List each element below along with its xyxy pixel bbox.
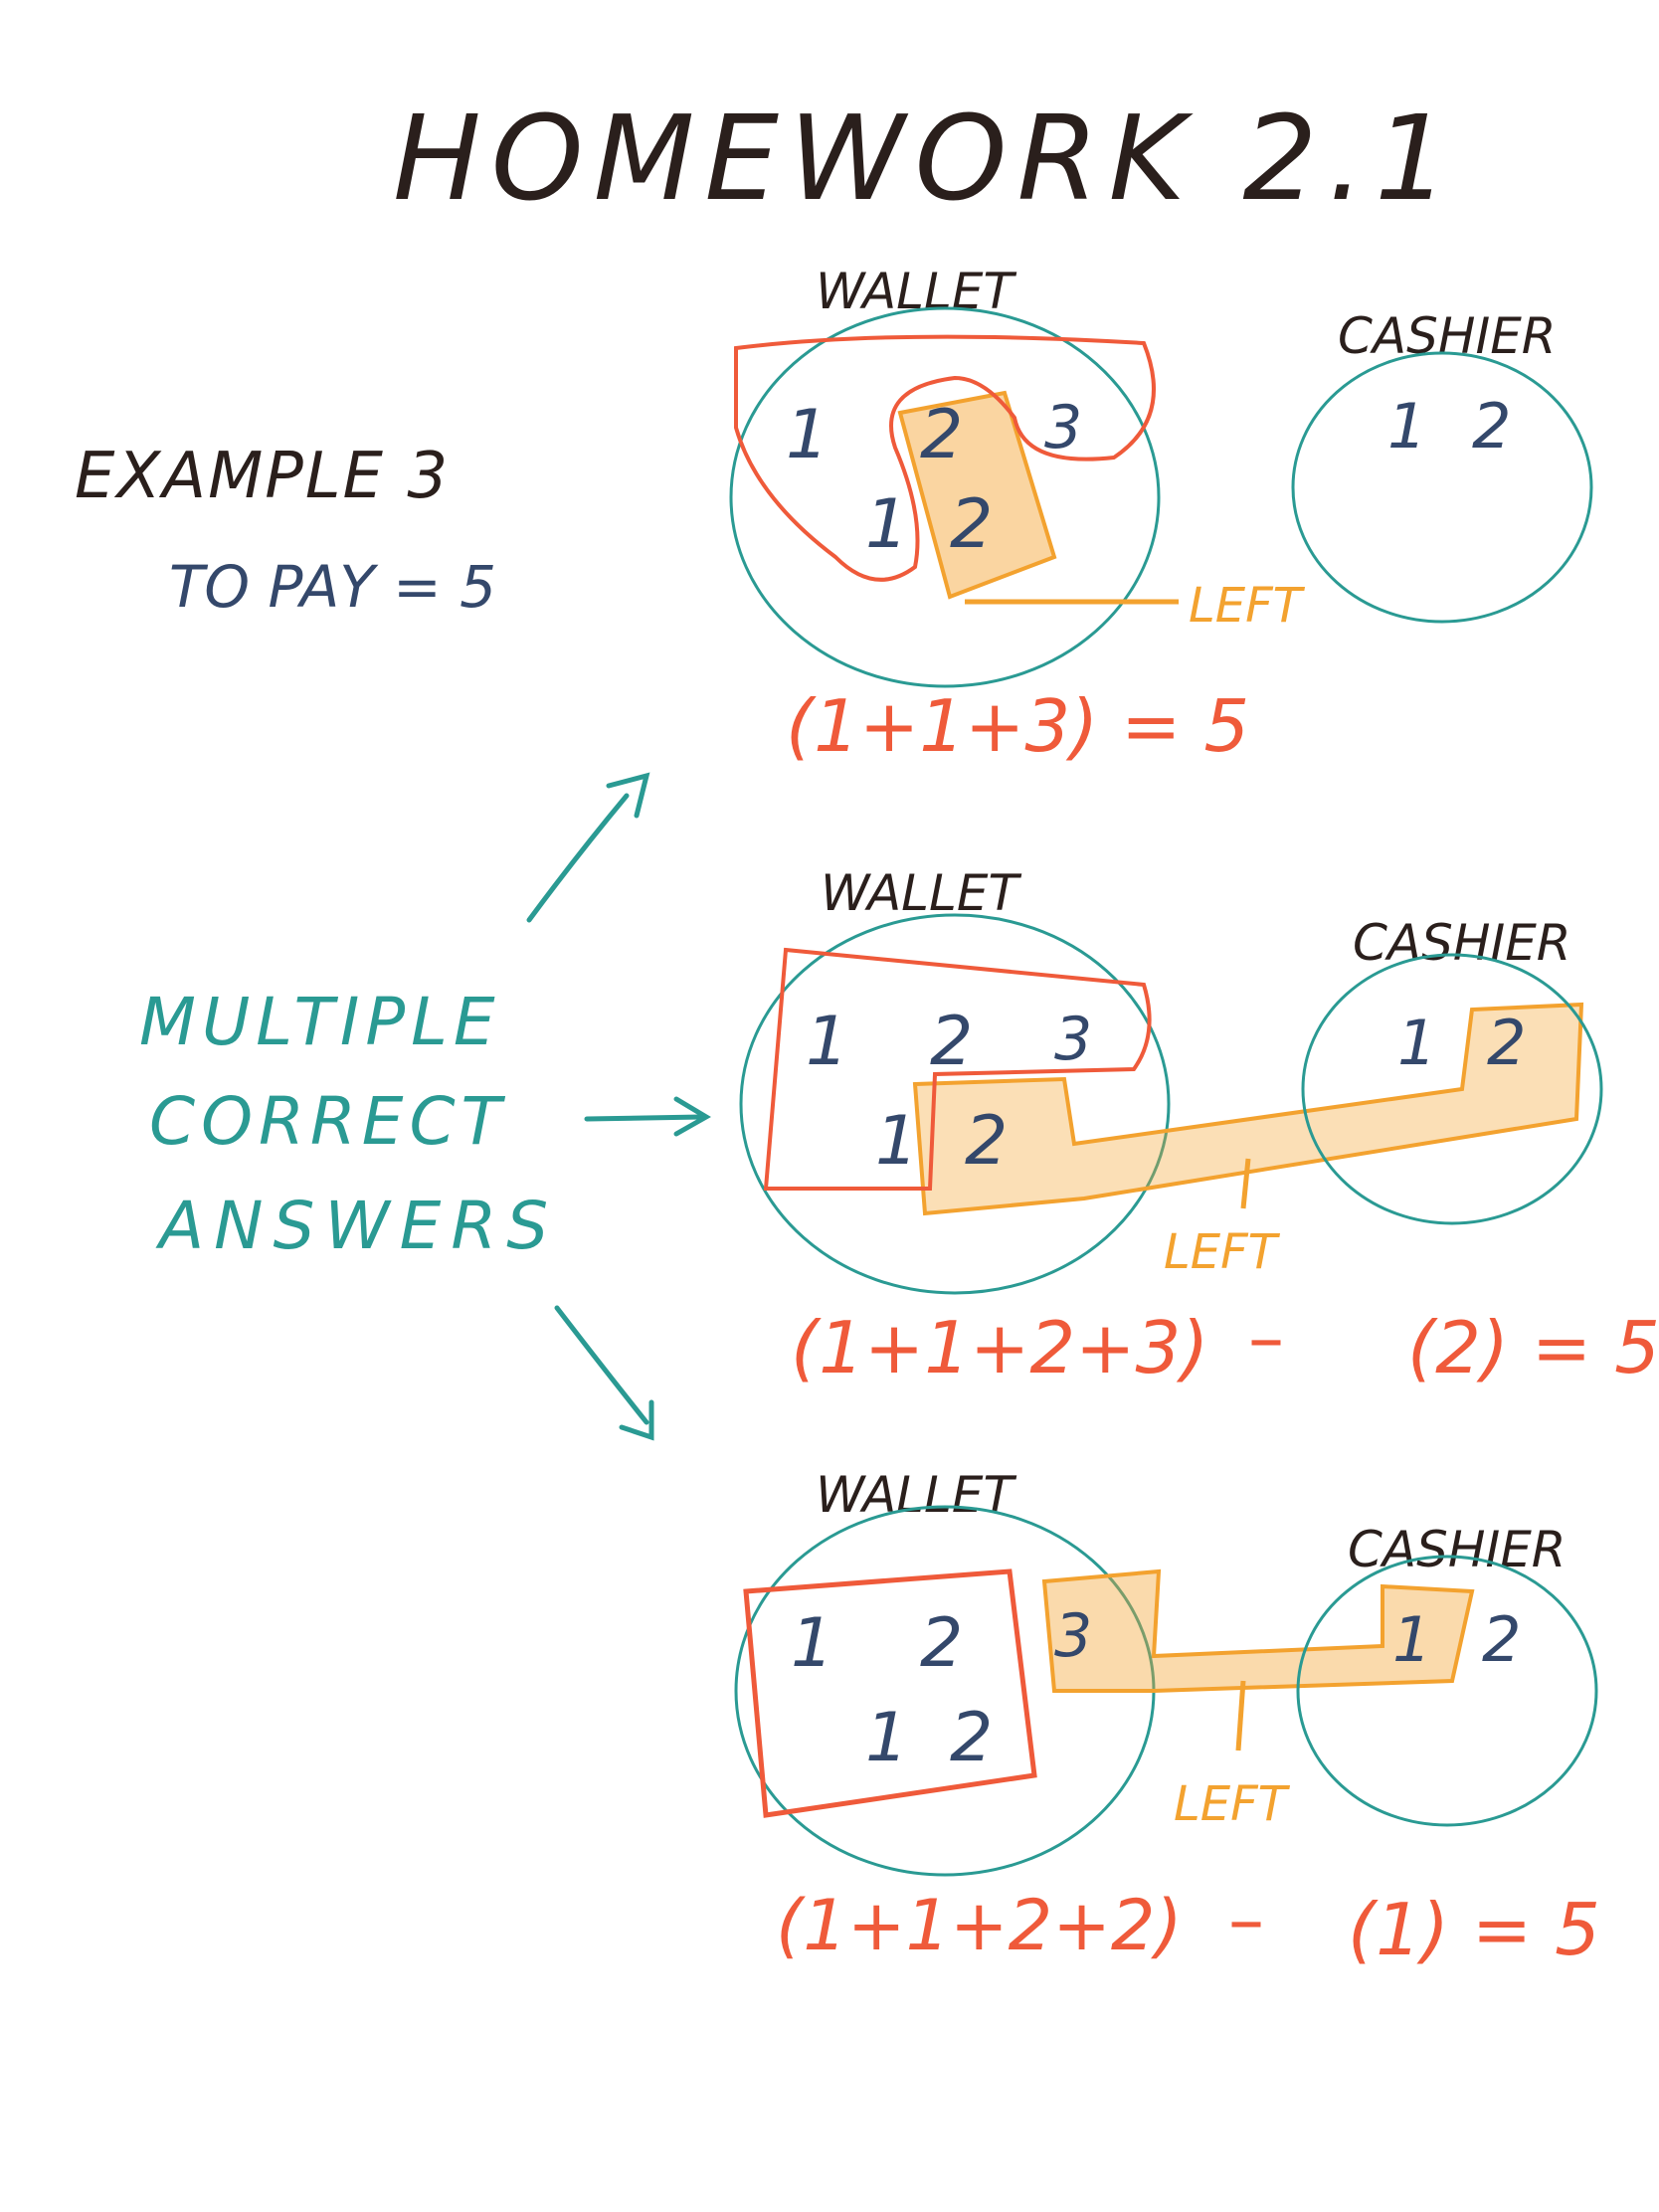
wallet-coin: 2 bbox=[920, 396, 963, 474]
arrow-to-scenario-3 bbox=[554, 1305, 654, 1441]
cashier-circle bbox=[1291, 351, 1593, 624]
wallet-coin: 1 bbox=[791, 1604, 833, 1683]
example-label: EXAMPLE 3 bbox=[75, 440, 450, 513]
note-line-3: ANSWERS bbox=[155, 1188, 558, 1264]
cashier-circle bbox=[1296, 1555, 1598, 1827]
paid-selection bbox=[734, 334, 1156, 582]
wallet-label: WALLET bbox=[816, 1466, 1016, 1524]
cashier-coin: 2 bbox=[1487, 1007, 1526, 1079]
page-title: HOMEWORK 2.1 bbox=[393, 90, 1459, 227]
cashier-circle bbox=[1301, 953, 1603, 1225]
wallet-coin: 1 bbox=[865, 1699, 908, 1777]
wallet-coin: 3 bbox=[1054, 1601, 1092, 1671]
wallet-coin: 2 bbox=[950, 485, 993, 564]
wallet-coin: 2 bbox=[920, 1604, 963, 1683]
cashier-label: CASHIER bbox=[1338, 307, 1557, 365]
left-label: LEFT bbox=[1164, 1224, 1281, 1280]
wallet-coin: 3 bbox=[1054, 1005, 1092, 1074]
equation-left: (1+1+2+3) bbox=[791, 1306, 1208, 1389]
wallet-coin: 3 bbox=[1044, 393, 1082, 462]
cashier-coin: 2 bbox=[1472, 390, 1511, 462]
wallet-circle bbox=[729, 306, 1161, 688]
scenario-2: WALLET 1 2 3 1 2 CASHIER 1 2 LEFT (1+1+2… bbox=[739, 864, 1659, 1389]
left-pointer bbox=[1235, 1680, 1246, 1751]
scenario-3: WALLET 1 2 3 1 2 CASHIER 1 2 LEFT (1+1+2… bbox=[734, 1466, 1600, 1971]
equation: (1+1+3) = 5 bbox=[786, 684, 1249, 768]
cashier-label: CASHIER bbox=[1353, 914, 1571, 972]
equation-right: (1) = 5 bbox=[1348, 1888, 1600, 1971]
left-highlight bbox=[1041, 1568, 1475, 1693]
arrow-to-scenario-2 bbox=[584, 1096, 711, 1137]
wallet-label: WALLET bbox=[821, 864, 1021, 922]
paid-selection bbox=[743, 1568, 1037, 1818]
wallet-circle bbox=[739, 913, 1171, 1295]
to-pay-label: TO PAY = 5 bbox=[169, 553, 496, 621]
left-highlight bbox=[897, 390, 1057, 600]
note-line-2: CORRECT bbox=[149, 1083, 507, 1160]
cashier-coin: 1 bbox=[1392, 1603, 1431, 1676]
cashier-coin: 1 bbox=[1397, 1007, 1436, 1079]
equation-minus: – bbox=[1248, 1296, 1284, 1380]
cashier-coin: 1 bbox=[1387, 390, 1426, 462]
wallet-coin: 1 bbox=[875, 1102, 918, 1181]
wallet-coin: 2 bbox=[930, 1003, 973, 1081]
equation-left: (1+1+2+2) bbox=[776, 1885, 1183, 1966]
wallet-coin: 1 bbox=[806, 1003, 848, 1081]
arrow-to-scenario-1 bbox=[526, 772, 650, 923]
left-label: LEFT bbox=[1189, 578, 1306, 634]
note-line-1: MULTIPLE bbox=[139, 984, 501, 1060]
wallet-coin: 1 bbox=[865, 485, 908, 564]
left-pointer bbox=[1240, 1158, 1251, 1209]
wallet-coin: 2 bbox=[965, 1102, 1008, 1181]
left-label: LEFT bbox=[1174, 1776, 1291, 1832]
wallet-coin: 2 bbox=[950, 1699, 993, 1777]
wallet-coin: 1 bbox=[786, 396, 829, 474]
scenario-1: WALLET 1 2 3 1 2 CASHIER 1 2 LEFT (1+1+3… bbox=[729, 263, 1593, 768]
equation-minus: – bbox=[1228, 1878, 1264, 1961]
equation-right: (2) = 5 bbox=[1407, 1306, 1659, 1389]
left-highlight bbox=[912, 1002, 1584, 1216]
paid-selection bbox=[763, 947, 1152, 1191]
cashier-coin: 2 bbox=[1482, 1603, 1521, 1676]
